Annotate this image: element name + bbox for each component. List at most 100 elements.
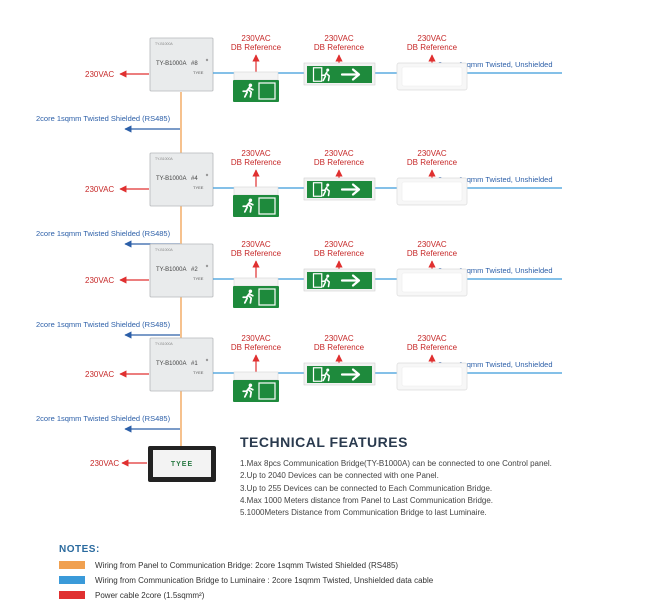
exit-sign-mount — [233, 371, 279, 381]
exit-sign-arrow — [307, 366, 372, 383]
exit-door-icon — [258, 82, 276, 100]
communication-bridge-box — [149, 337, 214, 392]
bridge-top-label: TY-B1000A — [155, 342, 173, 346]
exit-door-icon — [258, 382, 276, 400]
luminaire-cable-label: 2core 1sqmm Twisted, Unshielded — [438, 175, 553, 184]
bridge-status-led — [205, 173, 209, 177]
power-label: 230VAC — [85, 70, 114, 79]
note-bus-wiring: Wiring from Panel to Communication Bridg… — [59, 560, 398, 570]
db-reference-voltage: 230VAC — [417, 334, 446, 343]
technical-features-title: TECHNICAL FEATURES — [240, 434, 408, 450]
notes-title: NOTES: — [59, 544, 100, 555]
right-arrow-icon — [340, 368, 361, 381]
db-reference-label: DB Reference — [231, 249, 282, 258]
bridge-number-label: #1 — [191, 361, 198, 367]
db-reference-voltage: 230VAC — [324, 34, 353, 43]
exit-sign-arrow — [307, 272, 372, 289]
bridge-brand-label: TYEE — [193, 185, 204, 190]
note-power-cable: Power cable 2core (1.5sqmm²) — [59, 590, 204, 600]
note-swatch-red — [59, 591, 85, 599]
exit-sign-mount — [233, 186, 279, 196]
technical-feature-item: 2.Up to 2040 Devices can be connected wi… — [240, 471, 439, 481]
bridge-top-label: TY-B1000A — [155, 157, 173, 161]
db-reference-label: DB Reference — [407, 343, 458, 352]
bridge-number-label: #4 — [191, 176, 198, 182]
technical-feature-item: 3.Up to 255 Devices can be connected to … — [240, 483, 493, 493]
db-reference-label: DB Reference — [314, 343, 365, 352]
bus-cable-label: 2core 1sqmm Twisted Shielded (RS485) — [36, 229, 171, 238]
luminaire-cable-label: 2core 1sqmm Twisted, Unshielded — [438, 60, 553, 69]
bridge-brand-label: TYEE — [193, 370, 204, 375]
note-text: Wiring from Communication Bridge to Lumi… — [95, 575, 434, 585]
db-reference-voltage: 230VAC — [241, 34, 270, 43]
bridge-brand-label: TYEE — [193, 276, 204, 281]
power-label: 230VAC — [85, 185, 114, 194]
db-reference-voltage: 230VAC — [241, 240, 270, 249]
bulkhead-diffuser — [401, 272, 463, 293]
power-label: 230VAC — [85, 370, 114, 379]
db-reference-label: DB Reference — [407, 158, 458, 167]
technical-features-list: 1.Max 8pcs Communication Bridge(TY-B1000… — [240, 458, 552, 519]
right-arrow-icon — [340, 183, 361, 196]
db-reference-voltage: 230VAC — [241, 149, 270, 158]
db-reference-label: DB Reference — [407, 43, 458, 52]
right-arrow-icon — [340, 68, 361, 81]
db-reference-voltage: 230VAC — [241, 334, 270, 343]
db-reference-label: DB Reference — [407, 249, 458, 258]
bus-cable-label: 2core 1sqmm Twisted Shielded (RS485) — [36, 320, 171, 329]
control-panel-power-label: 230VAC — [90, 459, 119, 468]
note-swatch-orange — [59, 561, 85, 569]
db-reference-voltage: 230VAC — [324, 240, 353, 249]
db-reference-voltage: 230VAC — [417, 34, 446, 43]
technical-feature-item: 5.1000Meters Distance from Communication… — [240, 508, 487, 518]
bridge-status-led — [205, 264, 209, 268]
power-label: 230VAC — [85, 276, 114, 285]
db-reference-voltage: 230VAC — [324, 334, 353, 343]
bus-cable-label: 2core 1sqmm Twisted Shielded (RS485) — [36, 414, 171, 423]
exit-sign-mount — [233, 277, 279, 287]
control-panel-screen — [153, 450, 211, 477]
exit-door-icon — [258, 197, 276, 215]
bridge-brand-label: TYEE — [193, 70, 204, 75]
communication-bridge-box — [149, 152, 214, 207]
right-arrow-icon — [340, 274, 361, 287]
control-panel-brand: TYEE — [171, 461, 193, 468]
db-reference-label: DB Reference — [314, 249, 365, 258]
bridge-model-label: TY-B1000A — [156, 361, 186, 367]
bridge-number-label: #2 — [191, 267, 198, 273]
bridge-top-label: TY-B1000A — [155, 248, 173, 252]
db-reference-label: DB Reference — [231, 158, 282, 167]
bulkhead-diffuser — [401, 66, 463, 87]
bridge-number-label: #8 — [191, 61, 198, 67]
communication-bridge-box — [149, 37, 214, 92]
db-reference-voltage: 230VAC — [324, 149, 353, 158]
db-reference-voltage: 230VAC — [417, 240, 446, 249]
db-reference-label: DB Reference — [314, 43, 365, 52]
luminaire-cable-label: 2core 1sqmm Twisted, Unshielded — [438, 266, 553, 275]
bridge-status-led — [205, 358, 209, 362]
note-text: Power cable 2core (1.5sqmm²) — [95, 590, 205, 600]
db-reference-label: DB Reference — [231, 343, 282, 352]
exit-sign-arrow — [307, 181, 372, 198]
bulkhead-diffuser — [401, 181, 463, 202]
exit-door-icon — [258, 288, 276, 306]
db-reference-label: DB Reference — [231, 43, 282, 52]
bulkhead-diffuser — [401, 366, 463, 387]
luminaire-cable-label: 2core 1sqmm Twisted, Unshielded — [438, 360, 553, 369]
bridge-top-label: TY-B1000A — [155, 42, 173, 46]
note-text: Wiring from Panel to Communication Bridg… — [95, 560, 399, 570]
exit-sign-mount — [233, 71, 279, 81]
db-reference-voltage: 230VAC — [417, 149, 446, 158]
bridge-model-label: TY-B1000A — [156, 176, 186, 182]
bridge-status-led — [205, 58, 209, 62]
note-luminaire-wiring: Wiring from Communication Bridge to Lumi… — [59, 575, 433, 585]
exit-sign-arrow — [307, 66, 372, 83]
technical-feature-item: 4.Max 1000 Meters distance from Panel to… — [240, 495, 494, 505]
db-reference-label: DB Reference — [314, 158, 365, 167]
bridge-model-label: TY-B1000A — [156, 61, 186, 67]
